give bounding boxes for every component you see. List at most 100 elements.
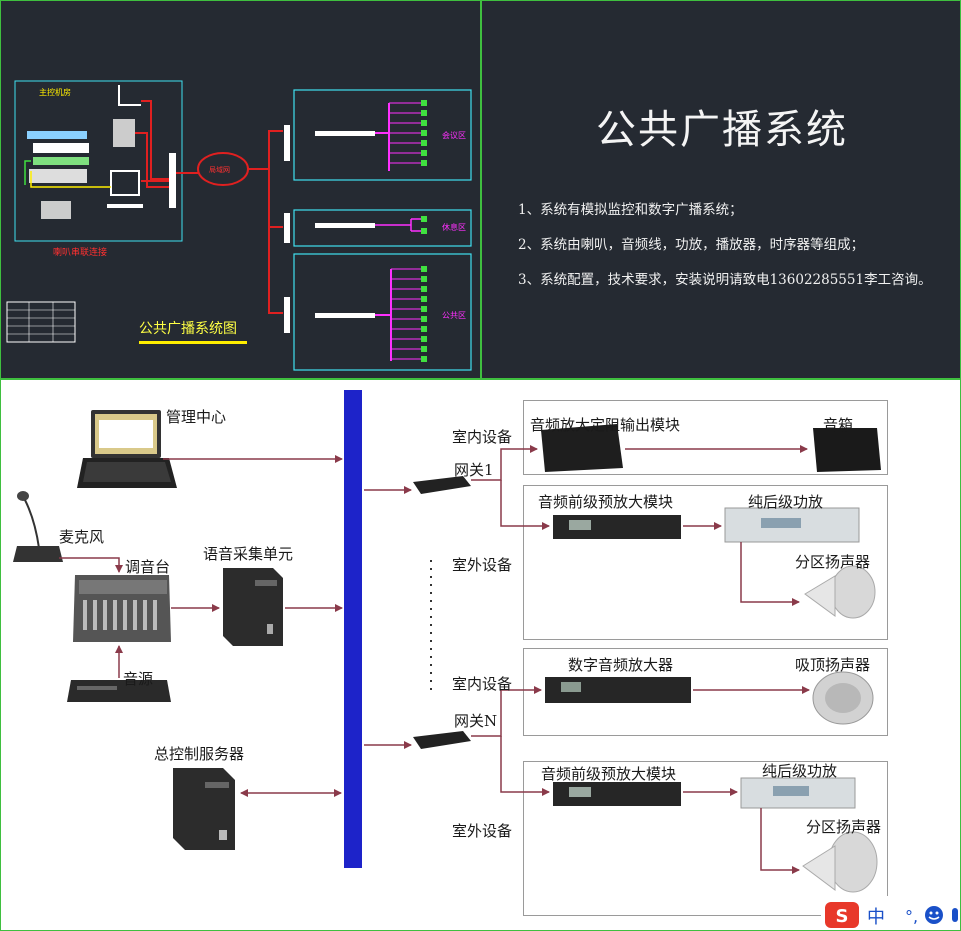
cad-red-link-1 (141, 100, 169, 180)
note-2: 2、系统由喇叭，音频线，功放，播放器，时序器等组成； (518, 237, 865, 253)
legend-table (6, 301, 76, 343)
control-room-label: 主控机房 (39, 88, 71, 97)
laptop-image (77, 410, 177, 488)
zone1-bus (375, 103, 390, 171)
speaker-box-image (813, 428, 881, 472)
label-microphone: 麦克风 (59, 528, 105, 546)
svg-text:°,: °, (905, 907, 918, 926)
arrow-gwn-digital (471, 686, 542, 737)
label-gateway-1: 网关1 (454, 461, 494, 479)
arrow-mic-mixer (59, 557, 123, 573)
zone1-speakers (389, 102, 421, 164)
ime-logo-icon (825, 902, 859, 928)
network-label: 局域网 (209, 166, 230, 174)
arrow-post2-speaker (760, 808, 800, 874)
zone-box-1 (293, 89, 472, 181)
label-post-amp-1: 纯后级功放 (748, 493, 824, 511)
cad-wire-yellow (30, 171, 111, 188)
label-digital-amp: 数字音频放大器 (568, 656, 674, 674)
zone1-label: 会议区 (442, 131, 466, 140)
cad-red-link-2 (135, 132, 169, 188)
arrow-gw1-amp (471, 445, 538, 481)
label-amp-output-module: 音频放大定阻输出模块 (530, 416, 681, 434)
label-gateway-n: 网关N (454, 712, 498, 730)
arrow-gw1-preamp (500, 480, 550, 530)
cad-trunk-2 (268, 169, 283, 228)
cad-device-3 (33, 157, 89, 165)
label-outdoor-n: 室外设备 (452, 822, 513, 840)
zone2-speaker-2 (421, 228, 427, 234)
ime-mic-icon (952, 908, 958, 922)
zone3-speakers (391, 268, 421, 360)
note-3: 3、系统配置，技术要求，安装说明请致电13602285551李工咨询。 (518, 272, 932, 288)
arrow-post1-speaker (740, 542, 800, 606)
amp-output-image (541, 424, 623, 472)
cad-antenna (118, 85, 141, 106)
label-audio-source: 音源 (123, 670, 154, 688)
system-title: 公共广播系统 (596, 107, 848, 153)
note-1: 1、系统有模拟监控和数字广播系统； (518, 202, 743, 218)
label-speaker-box: 音箱 (823, 416, 854, 434)
ime-toolbar-graphics: S °, (825, 902, 958, 928)
audio-source-image (67, 680, 171, 702)
zone-box-2 (293, 209, 472, 247)
zone3-amp (315, 313, 375, 318)
arrow-gwn-preamp (500, 736, 550, 796)
svg-text:S: S (836, 906, 849, 927)
cad-printer (41, 201, 71, 219)
cad-wire-green (24, 160, 31, 185)
label-management-center: 管理中心 (166, 408, 227, 426)
cad-server (113, 119, 135, 147)
description-panel: 公共广播系统 1、系统有模拟监控和数字广播系统； 2、系统由喇叭，音频线，功放，… (481, 0, 961, 379)
ime-toolbar[interactable]: S °, 中 (821, 896, 960, 930)
label-voice-unit: 语音采集单元 (203, 545, 294, 563)
gateway1-image (413, 476, 471, 494)
control-room-box (14, 80, 183, 242)
zone1-speaker-dots (421, 100, 427, 166)
zone-box-3 (293, 253, 472, 371)
zone2-bus (375, 218, 421, 232)
microphone-image (13, 491, 63, 562)
ime-language-label[interactable]: 中 (867, 907, 885, 928)
label-post-amp-2: 纯后级功放 (762, 762, 838, 780)
zone1-amp (315, 131, 375, 136)
mixer-image (73, 575, 171, 642)
diagram-drawing (13, 410, 881, 893)
zone2-speaker-1 (421, 216, 427, 222)
label-mixer: 调音台 (125, 558, 171, 576)
zone-speaker1-image (804, 565, 876, 619)
zone3-bus (375, 269, 392, 361)
cad-amp-3 (284, 297, 290, 333)
cad-device-2 (33, 143, 89, 153)
zone2-label: 休息区 (442, 223, 466, 232)
cad-device-1 (27, 131, 87, 139)
cad-keyboard (107, 204, 143, 208)
cad-amp-2 (284, 213, 290, 243)
label-outdoor-1: 室外设备 (452, 556, 513, 574)
cad-drawing (6, 80, 472, 371)
cad-device-4 (29, 169, 87, 183)
label-zone-speaker-1: 分区扬声器 (795, 553, 871, 571)
ime-emoji-icon (925, 906, 943, 924)
label-ceiling-speaker: 吸顶扬声器 (795, 656, 871, 674)
label-preamp-2: 音频前级预放大模块 (541, 765, 677, 783)
label-zone-speaker-2: 分区扬声器 (806, 818, 882, 836)
zone3-speaker-dots (421, 266, 427, 362)
connect-note-label: 喇叭串联连接 (53, 248, 108, 258)
cad-trunk-1 (248, 130, 283, 170)
cad-title-underline (139, 341, 247, 344)
network-diagram: 管理中心 麦克风 调音台 语音采集单元 音源 总控制服务器 室内设备 网关1 室… (0, 379, 961, 931)
cad-drawing-panel: 主控机房 喇叭串联连接 局域网 会议区 休息区 公共区 公共广播系统图 (0, 0, 481, 379)
master-server-image (173, 768, 235, 850)
label-preamp-1: 音频前级预放大模块 (538, 493, 674, 511)
cad-trunk-3 (268, 227, 283, 314)
gatewayn-image (413, 731, 471, 749)
zone3-label: 公共区 (442, 311, 466, 320)
zone-speaker2-image (802, 831, 878, 893)
zone2-amp (315, 223, 375, 228)
cad-amp-1 (284, 125, 290, 161)
network-bus-bar (344, 390, 362, 868)
voice-unit-image (223, 568, 283, 646)
cad-monitor (110, 170, 140, 196)
